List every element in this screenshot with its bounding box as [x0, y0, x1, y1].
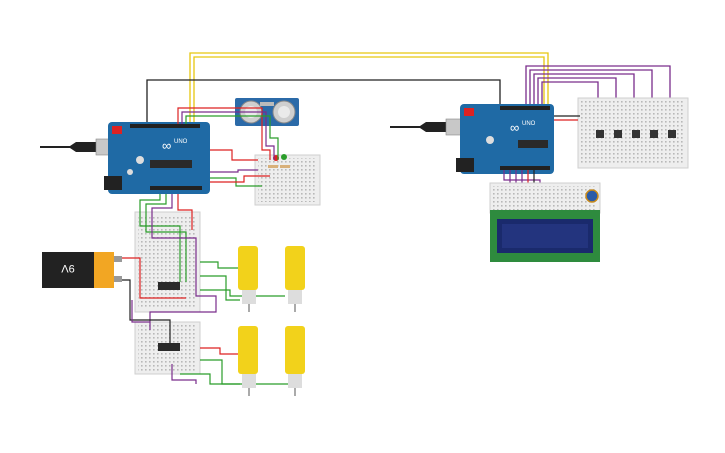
push-button-2 — [614, 130, 622, 138]
motor-driver-chip-2 — [158, 343, 180, 351]
battery-label: 9V — [61, 262, 75, 274]
usb-cable-left — [40, 142, 96, 152]
top-wires — [146, 52, 671, 130]
breadboard-lcd[interactable] — [489, 182, 601, 214]
reset-button-left — [112, 126, 122, 134]
breadboard-small[interactable] — [254, 154, 321, 206]
lcd-display[interactable] — [490, 210, 600, 262]
gear-motor-1[interactable] — [238, 246, 258, 312]
breadboard-driver-bottom[interactable] — [134, 321, 201, 375]
gear-motor-2[interactable] — [285, 246, 305, 312]
breadboard-buttons[interactable] — [577, 97, 689, 169]
push-button-5 — [668, 130, 676, 138]
motor-driver-chip-1 — [158, 282, 180, 290]
push-button-1 — [596, 130, 604, 138]
reset-button-right — [464, 108, 474, 116]
arduino-logo-left: ∞ — [162, 138, 171, 153]
push-button-4 — [650, 130, 658, 138]
arduino-model-right: UNO — [522, 121, 536, 127]
usb-cable-right — [390, 122, 446, 132]
led-green — [281, 154, 287, 160]
battery-9v[interactable]: 9V — [42, 252, 122, 288]
wires-left-middle — [177, 107, 279, 187]
potentiometer — [585, 189, 599, 203]
push-button-3 — [632, 130, 640, 138]
arduino-uno-right[interactable]: ∞ UNO — [390, 104, 554, 174]
gear-motor-4[interactable] — [285, 326, 305, 396]
breadboard-driver-top[interactable] — [134, 211, 201, 313]
gear-motor-3[interactable] — [238, 326, 258, 396]
arduino-model-left: UNO — [174, 139, 188, 145]
arduino-logo-right: ∞ — [510, 120, 519, 135]
arduino-uno-left[interactable]: ∞ UNO — [40, 122, 210, 194]
